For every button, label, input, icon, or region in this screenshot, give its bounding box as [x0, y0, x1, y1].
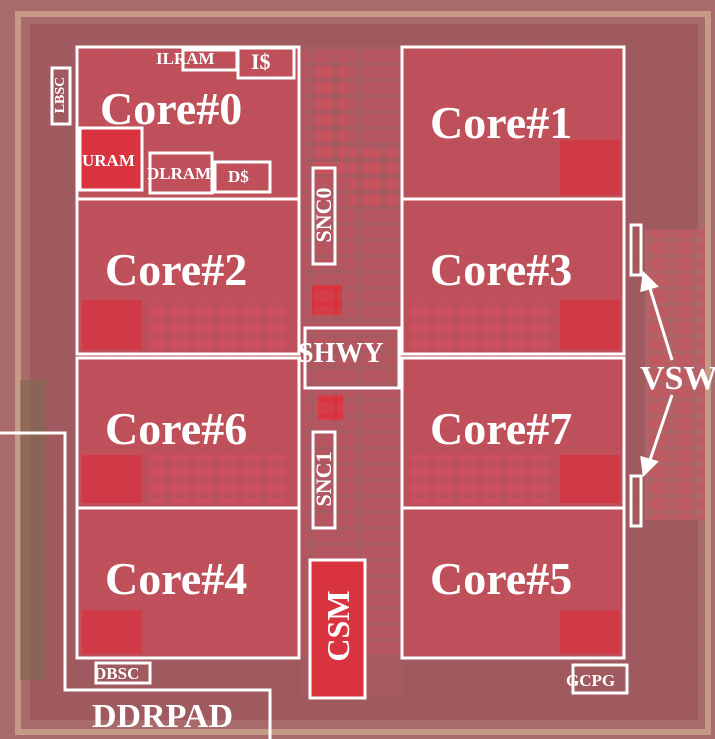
ddrpad-outline — [0, 431, 272, 739]
lbsc-label: LBSC — [53, 76, 68, 114]
core3-label: Core#3 — [430, 244, 573, 295]
core5-label: Core#5 — [430, 553, 573, 604]
core0-label: Core#0 — [100, 83, 243, 134]
snc0-label: SNC0 — [311, 187, 336, 243]
gcpg-label: GCPG — [566, 671, 616, 690]
dbsc-label: DBSC — [94, 664, 140, 683]
csm-label: CSM — [320, 590, 356, 662]
icache-label: I$ — [251, 49, 271, 74]
core6-label: Core#6 — [105, 403, 248, 454]
vsw-label: VSW — [640, 360, 715, 397]
left-pad-column — [20, 380, 46, 680]
dcache-label: D$ — [228, 167, 249, 186]
ilram-label: ILRAM — [156, 49, 215, 68]
shwy-label: SHWY — [298, 338, 384, 369]
csm-block — [310, 560, 365, 698]
block-outlines — [50, 45, 643, 700]
pad-ring — [15, 11, 711, 735]
core7-label: Core#7 — [430, 403, 573, 454]
core4-label: Core#4 — [105, 553, 248, 604]
core1-label: Core#1 — [430, 97, 573, 148]
core2-label: Core#2 — [105, 244, 248, 295]
vsw-arrows — [640, 270, 674, 478]
core-blocks — [77, 47, 624, 658]
snc1-label: SNC1 — [311, 451, 336, 507]
dlram-label: DLRAM — [147, 164, 212, 183]
uram-label: URAM — [82, 151, 135, 170]
ddrpad-label: DDRPAD — [92, 698, 234, 735]
